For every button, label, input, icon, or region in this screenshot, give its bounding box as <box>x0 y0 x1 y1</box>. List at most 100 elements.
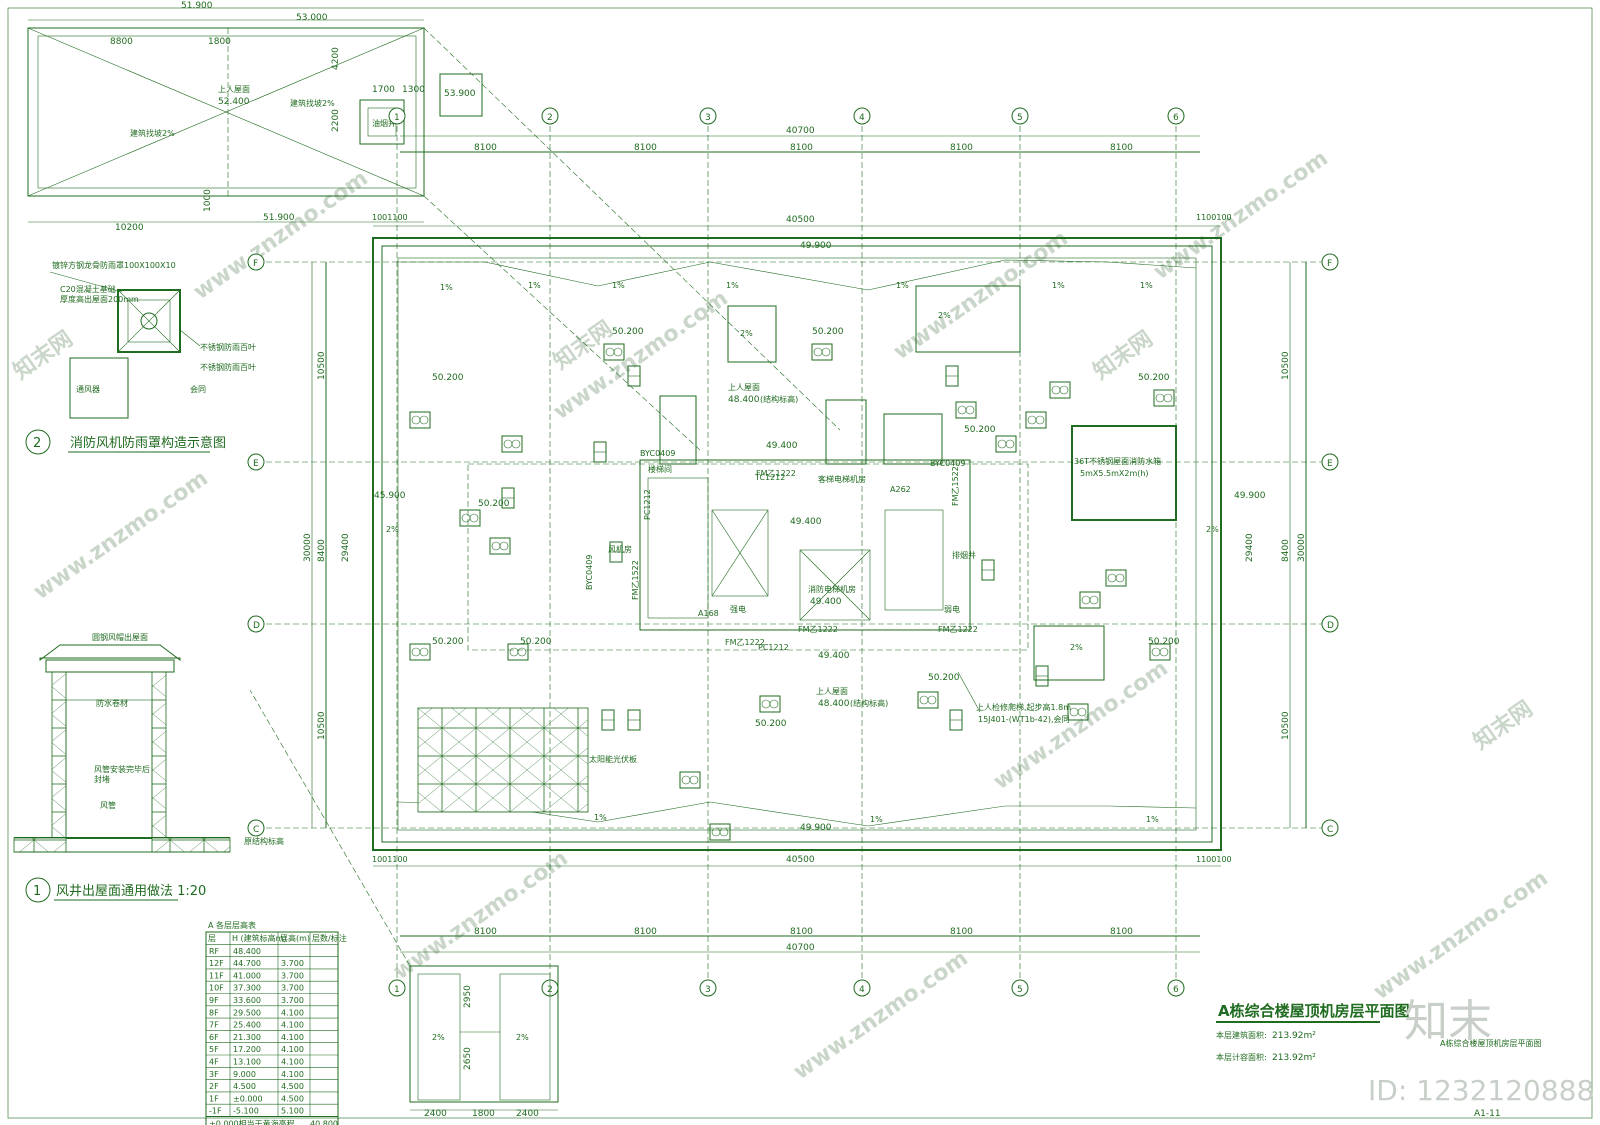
svg-text:8100: 8100 <box>790 143 813 153</box>
svg-text:50.200: 50.200 <box>478 499 510 509</box>
svg-text:www.znzmo.com: www.znzmo.com <box>889 226 1073 365</box>
grid-bubble-C-left <box>247 819 265 837</box>
title-block: A栋综合楼屋顶机房层平面图 本层建筑面积: 213.92m² 本层计容面积: 2… <box>1216 996 1594 1119</box>
exhaust-fan-unit <box>1049 381 1071 399</box>
svg-text:太阳能光伏板: 太阳能光伏板 <box>589 754 637 764</box>
level-table-cell: 4.100 <box>281 1021 304 1030</box>
svg-text:8100: 8100 <box>474 927 497 937</box>
svg-text:FM乙1222: FM乙1222 <box>938 625 978 634</box>
svg-text:2%: 2% <box>386 525 399 534</box>
svg-text:40500: 40500 <box>786 855 815 865</box>
exhaust-fan-unit <box>955 401 977 419</box>
fan-rotor-icon <box>965 405 975 415</box>
svg-text:1001100: 1001100 <box>372 855 408 864</box>
svg-text:2%: 2% <box>1206 525 1219 534</box>
fan-rotor-icon <box>499 541 509 551</box>
svg-text:8400: 8400 <box>317 539 327 562</box>
svg-text:8100: 8100 <box>1110 927 1133 937</box>
level-table-cell: 3.700 <box>281 996 304 1005</box>
svg-text:2%: 2% <box>1070 643 1083 652</box>
svg-text:2650: 2650 <box>463 1047 473 1070</box>
exhaust-fan-unit <box>917 691 939 709</box>
level-table-cell: 5.100 <box>281 1107 304 1116</box>
svg-text:50.200: 50.200 <box>964 425 996 435</box>
fan-rotor-icon <box>997 439 1007 449</box>
level-table-cell: 29.500 <box>233 1008 261 1017</box>
grid-label-6: 6 <box>1173 113 1179 123</box>
svg-text:(结构标高): (结构标高) <box>850 698 888 708</box>
drawing-title: A栋综合楼屋顶机房层平面图 <box>1218 1002 1410 1020</box>
svg-text:BYC0409: BYC0409 <box>640 449 675 458</box>
grid-bubble-3-top <box>699 107 717 125</box>
svg-text:C20混凝土基础: C20混凝土基础 <box>60 284 116 294</box>
grid-label-5: 5 <box>1017 985 1023 995</box>
svg-text:30000: 30000 <box>303 533 313 562</box>
level-table-cell: 17.200 <box>233 1045 261 1054</box>
level-table-cell: 12F <box>209 959 224 968</box>
svg-text:1300: 1300 <box>402 85 425 95</box>
svg-text:2400: 2400 <box>516 1109 539 1119</box>
fan-rotor-icon <box>1081 595 1091 605</box>
fan-rotor-icon <box>927 695 937 705</box>
level-table-header: 层 <box>208 934 216 943</box>
svg-text:10500: 10500 <box>1281 711 1291 740</box>
svg-text:51.900: 51.900 <box>263 213 295 223</box>
fan-rotor-icon <box>1151 647 1161 657</box>
svg-text:原结构标高: 原结构标高 <box>244 836 284 846</box>
svg-text:50.200: 50.200 <box>432 373 464 383</box>
svg-text:楼梯间: 楼梯间 <box>648 464 672 474</box>
grid-label-3: 3 <box>705 985 711 995</box>
svg-text:10500: 10500 <box>317 711 327 740</box>
svg-text:5mX5.5mX2m(h): 5mX5.5mX2m(h) <box>1080 469 1149 478</box>
exhaust-fan-unit <box>507 643 529 661</box>
level-table-cell: 21.300 <box>233 1033 261 1042</box>
level-table-cell: 4.100 <box>281 1008 304 1017</box>
fan-rotor-icon <box>1035 415 1045 425</box>
svg-text:消防电梯机房: 消防电梯机房 <box>808 584 856 594</box>
svg-text:(结构标高): (结构标高) <box>760 394 798 404</box>
grid-bubble-F-left <box>247 253 265 271</box>
exhaust-fan-unit <box>995 435 1017 453</box>
exhaust-fan-unit <box>1079 591 1101 609</box>
fan-rotor-icon <box>689 775 699 785</box>
grid-label-5: 5 <box>1017 113 1023 123</box>
fan-rotor-icon <box>511 439 521 449</box>
svg-text:www.znzmo.com: www.znzmo.com <box>389 846 573 985</box>
svg-text:PC1212: PC1212 <box>758 643 789 652</box>
svg-text:8100: 8100 <box>634 143 657 153</box>
svg-text:1%: 1% <box>528 281 541 290</box>
svg-text:50.200: 50.200 <box>612 327 644 337</box>
svg-text:上人检修爬梯,起步高1.8m: 上人检修爬梯,起步高1.8m <box>976 702 1071 712</box>
fan-rotor-icon <box>761 699 771 709</box>
svg-text:www.znzmo.com: www.znzmo.com <box>789 946 973 1085</box>
exhaust-fan-unit <box>409 643 431 661</box>
svg-text:49.400: 49.400 <box>810 597 842 607</box>
grid-label-1: 1 <box>394 985 400 995</box>
svg-text:8100: 8100 <box>950 143 973 153</box>
svg-text:本层建筑面积:: 本层建筑面积: <box>1216 1030 1267 1040</box>
grid-label-D: D <box>253 621 260 631</box>
svg-text:50.200: 50.200 <box>520 637 552 647</box>
detail-1-title: 风井出屋面通用做法 1:20 <box>56 884 206 899</box>
svg-text:1%: 1% <box>896 281 909 290</box>
svg-text:48.400: 48.400 <box>728 395 760 405</box>
level-table-cell: RF <box>209 947 220 956</box>
svg-text:风管安装完毕后: 风管安装完毕后 <box>94 764 150 774</box>
svg-text:8100: 8100 <box>474 143 497 153</box>
svg-text:BYC0409: BYC0409 <box>585 555 594 590</box>
svg-text:51.900: 51.900 <box>181 1 213 11</box>
level-table-footer <box>205 1116 339 1125</box>
grid-label-D: D <box>1327 621 1334 631</box>
fan-rotor-icon <box>957 405 967 415</box>
grid-bubble-5-top <box>1011 107 1029 125</box>
svg-text:FM乙1222: FM乙1222 <box>798 625 838 634</box>
fan-rotor-icon <box>769 699 779 709</box>
fan-rotor-icon <box>509 647 519 657</box>
svg-text:镀锌方钢龙骨防雨罩100X100X10: 镀锌方钢龙骨防雨罩100X100X10 <box>52 260 176 270</box>
exhaust-fan-unit <box>501 435 523 453</box>
svg-text:2%: 2% <box>740 329 753 338</box>
fan-rotor-icon <box>1027 415 1037 425</box>
svg-text:48.400: 48.400 <box>818 699 850 709</box>
svg-text:50.200: 50.200 <box>755 719 787 729</box>
